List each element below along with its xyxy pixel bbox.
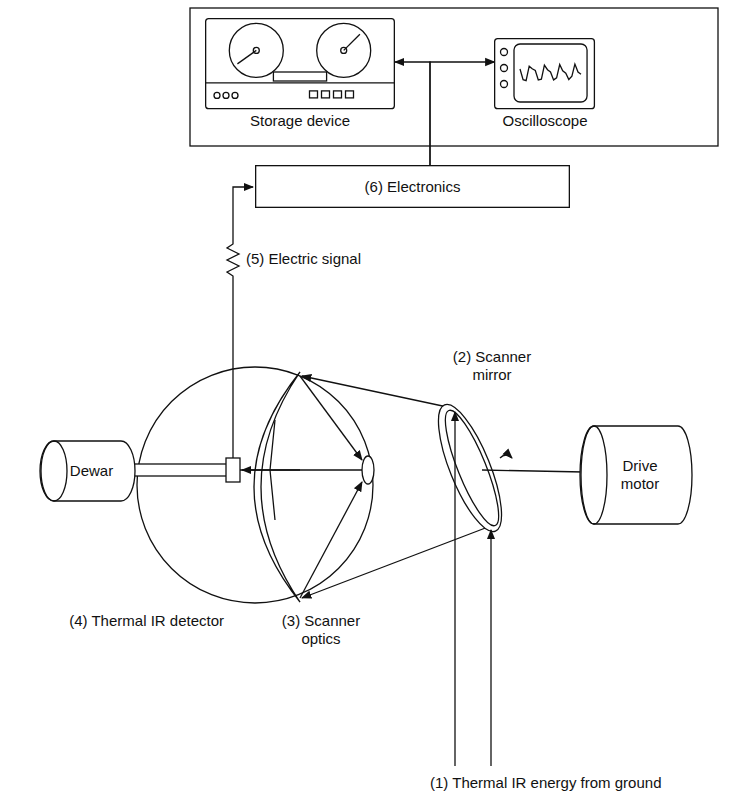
outline <box>495 39 595 109</box>
outline <box>256 166 570 208</box>
incoming-ray <box>454 412 455 766</box>
optical-ray <box>300 376 362 460</box>
outline <box>229 23 283 77</box>
node-label: Storage device <box>205 112 395 130</box>
outline <box>214 92 220 98</box>
optical-ray <box>300 482 362 598</box>
outline <box>237 50 256 64</box>
callout-label: (2) Scanner mirror <box>446 348 538 384</box>
outline <box>41 441 67 501</box>
oscilloscope: Oscilloscope <box>494 38 595 132</box>
callout-label: (1) Thermal IR energy from ground <box>430 774 661 792</box>
callout-label: (3) Scanner optics <box>278 612 364 648</box>
incoming-ray <box>490 530 491 766</box>
outline <box>501 81 508 88</box>
outline <box>520 64 581 81</box>
rotation-arrow <box>500 455 512 458</box>
node-label: (6) Electronics <box>255 178 570 196</box>
optical-ray <box>302 376 452 408</box>
node-label: Dewar <box>62 462 121 480</box>
optical-ray <box>302 527 488 598</box>
signal-connector <box>430 62 494 165</box>
outline <box>501 65 508 72</box>
storage-device: Storage device <box>205 18 395 132</box>
outline <box>206 19 395 109</box>
drive-motor: Drive motor <box>580 425 692 525</box>
dewar-neck <box>133 464 231 476</box>
scanner-mirror-rim <box>436 405 508 530</box>
drawing-part <box>133 8 718 766</box>
outline <box>514 44 587 102</box>
outline <box>580 426 692 524</box>
outline <box>317 23 371 77</box>
secondary-mirror <box>362 456 374 484</box>
outline <box>232 92 238 98</box>
primary-reflector <box>254 372 300 602</box>
node-label: Oscilloscope <box>494 112 595 130</box>
outline <box>346 91 354 98</box>
outline <box>581 426 607 524</box>
signal-connector <box>395 62 430 165</box>
outline <box>344 34 360 50</box>
ir-detector <box>226 458 240 482</box>
outline <box>273 72 326 81</box>
outline <box>310 91 318 98</box>
outline <box>40 441 135 501</box>
outline <box>223 92 229 98</box>
electronics-box: (6) Electronics <box>255 165 570 208</box>
outline <box>501 49 508 56</box>
outline <box>334 91 342 98</box>
motor-shaft <box>482 470 584 472</box>
outline <box>205 82 395 83</box>
node-label: Drive motor <box>602 457 678 493</box>
callout-label: (5) Electric signal <box>246 250 361 268</box>
scanner-housing <box>137 367 373 603</box>
optical-ray <box>242 469 362 470</box>
scanner-mirror <box>426 397 514 538</box>
callout-label: (4) Thermal IR detector <box>20 612 224 630</box>
signal-wire <box>227 187 253 458</box>
equipment-frame <box>190 8 718 146</box>
dewar: Dewar <box>40 440 135 502</box>
outline <box>322 91 330 98</box>
